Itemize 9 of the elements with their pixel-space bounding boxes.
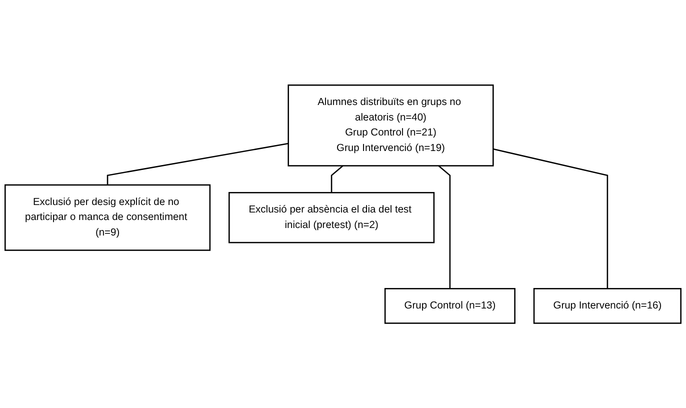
connector [106,142,288,185]
connector [493,148,608,288]
node-box: Exclusió per absència el dia del test inicial (pretest) (n=2) [228,192,435,244]
node-box: Grup Intervenció (n=16) [533,288,682,324]
node-box: Grup Control (n=13) [384,288,516,324]
connector [438,165,451,288]
connector [330,165,344,192]
node-box: Exclusió per desig explícit de no participar o manca de consentiment (n=9) [4,184,211,251]
node-box: Alumnes distribuïts en grups no aleatoris (n=40) Grup Control (n=21) Grup Intervenció (n=19) [288,84,494,166]
